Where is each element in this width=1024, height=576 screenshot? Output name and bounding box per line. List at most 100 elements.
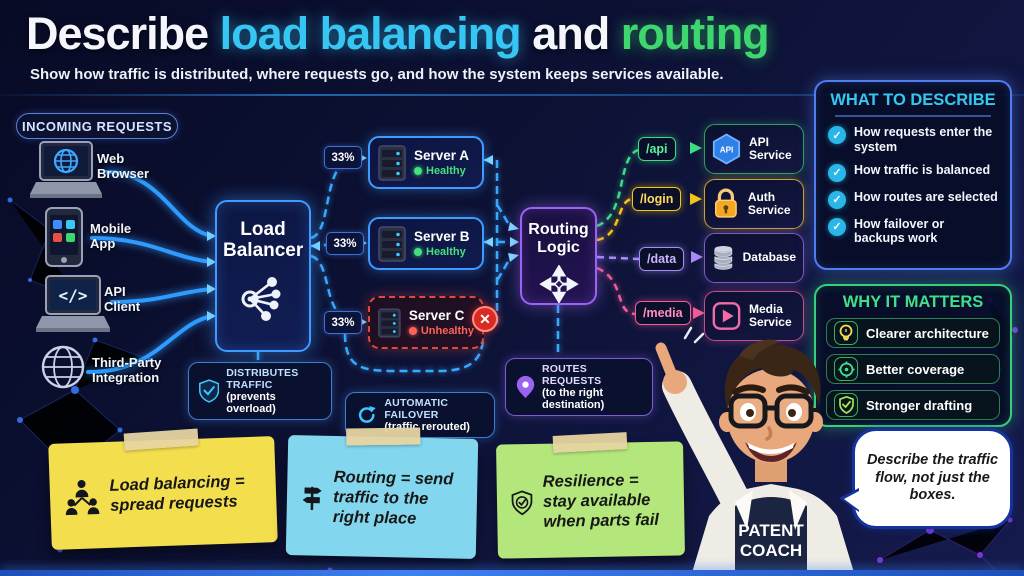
coach-shirt-line1: PATENT — [738, 521, 804, 540]
location-pin-icon — [516, 375, 535, 399]
badge-title: ROUTES REQUESTS — [541, 363, 602, 387]
patent-coach-character: PATENT COACH — [655, 326, 855, 576]
server-a-status: Healthy — [414, 165, 469, 177]
panel-title-underline — [835, 115, 991, 117]
route-chip-media: /media — [635, 301, 691, 325]
server-b-name: Server B — [414, 229, 470, 244]
describe-item: ✓How failover or backups work — [828, 217, 998, 247]
server-rack-icon — [378, 225, 406, 262]
shield-check-icon — [511, 490, 533, 516]
describe-item: ✓How traffic is balanced — [828, 163, 998, 182]
service-database: Database — [704, 233, 804, 283]
service-database-label: Database — [742, 250, 796, 265]
bottom-glow-bar — [0, 570, 1024, 576]
page-title: Describe load balancing and routing — [26, 8, 770, 60]
why-it-matters-title: WHY IT MATTERS — [842, 293, 984, 311]
route-chip-api: /api — [638, 137, 676, 161]
what-to-describe-title: WHAT TO DESCRIBE — [830, 91, 996, 109]
server-c-error-icon: ✕ — [472, 306, 498, 332]
server-rack-icon — [378, 308, 401, 337]
page-subtitle: Show how traffic is distributed, where r… — [30, 66, 724, 83]
note-text: Routing = send traffic to the right plac… — [332, 468, 454, 528]
routing-logic-node: Routing Logic — [520, 207, 597, 305]
badge-subtitle: (to the right destination) — [541, 387, 605, 411]
title-phrase-load-balancing: load balancing — [219, 8, 522, 59]
traffic-percent-b: 33% — [326, 232, 364, 255]
check-icon: ✓ — [828, 190, 846, 209]
tape-strip — [123, 428, 199, 451]
source-label-mobile-app: Mobile App — [90, 221, 132, 251]
shield-check-icon — [199, 379, 220, 403]
unhealthy-dot — [408, 327, 417, 335]
api-icon-text: API — [720, 146, 734, 155]
svg-text:</>: </> — [59, 286, 88, 305]
server-rack-icon — [378, 144, 406, 181]
why-it-matters-panel: WHY IT MATTERS Clearer architecture Bett… — [814, 284, 1012, 427]
matters-item: Stronger drafting — [826, 390, 1000, 420]
sticky-note-resilience: Resilience = stay available when parts f… — [496, 432, 685, 559]
four-way-arrows-icon — [538, 264, 579, 303]
mobile-app-phone-icon — [45, 207, 83, 267]
service-media-label: Media Service — [748, 301, 792, 329]
server-c-name: Server C — [408, 308, 465, 323]
service-media: Media Service — [704, 291, 804, 341]
globe-icon — [41, 345, 85, 389]
healthy-dot — [414, 167, 422, 175]
server-a-node: Server A Healthy — [368, 136, 484, 189]
matters-item: Clearer architecture — [826, 318, 1000, 348]
check-icon: ✓ — [828, 163, 846, 182]
source-label-third-party: Third-Party Integration — [92, 355, 162, 385]
speech-bubble-tail — [839, 488, 859, 512]
distributes-traffic-badge: DISTRIBUTES TRAFFIC (prevents overload) — [188, 362, 332, 420]
service-auth: Auth Service — [704, 179, 804, 229]
route-chip-login: /login — [632, 187, 682, 211]
sticky-note-routing: Routing = send traffic to the right plac… — [285, 427, 479, 559]
people-hierarchy-icon — [65, 479, 100, 516]
note-text: Load balancing = spread requests — [109, 472, 245, 515]
check-icon: ✓ — [828, 126, 846, 144]
tape-strip — [346, 427, 421, 446]
lock-icon — [715, 188, 737, 218]
load-balancer-node: Load Balancer — [215, 200, 311, 352]
target-icon — [834, 357, 858, 381]
badge-title: AUTOMATIC FAILOVER — [384, 397, 449, 421]
traffic-percent-a: 33% — [324, 146, 362, 169]
web-browser-laptop-icon — [30, 141, 102, 198]
badge-subtitle: (prevents overload) — [226, 391, 276, 415]
describe-item: ✓How routes are selected — [828, 190, 998, 209]
source-label-web-browser: Web Browser — [97, 151, 150, 181]
tape-strip — [552, 432, 627, 453]
speech-bubble-text: Describe the traffic flow, not just the … — [866, 451, 999, 504]
refresh-icon — [358, 405, 376, 423]
routing-logic-label: Routing Logic — [528, 221, 589, 256]
api-client-laptop-icon: </> — [36, 275, 110, 332]
service-api-label: API Service — [748, 134, 792, 162]
traffic-percent-c: 33% — [324, 311, 362, 334]
server-c-node: Server C Unhealthy — [368, 296, 484, 349]
network-share-icon — [241, 276, 281, 321]
service-api: API API Service — [704, 124, 804, 174]
describe-item: ✓How requests enter the system — [828, 125, 998, 155]
shield-check-icon — [834, 393, 858, 417]
title-word-routing: routing — [620, 8, 770, 59]
what-to-describe-panel: WHAT TO DESCRIBE ✓How requests enter the… — [814, 80, 1012, 270]
check-icon: ✓ — [828, 217, 846, 236]
badge-title: DISTRIBUTES TRAFFIC — [226, 367, 299, 391]
signpost-icon — [302, 486, 322, 510]
server-b-node: Server B Healthy — [368, 217, 484, 270]
title-word-and: and — [532, 8, 610, 59]
title-word-describe: Describe — [26, 8, 209, 59]
api-hexagon-icon: API — [712, 133, 741, 165]
sticky-note-load-balancing: Load balancing = spread requests — [48, 428, 278, 550]
matters-item: Better coverage — [826, 354, 1000, 384]
play-icon — [712, 302, 741, 330]
server-b-status: Healthy — [414, 246, 470, 258]
load-balancer-label: Load Balancer — [223, 219, 304, 261]
header-divider — [0, 94, 1024, 96]
source-label-api-client: API Client — [104, 284, 141, 314]
server-a-name: Server A — [414, 148, 470, 163]
server-c-status: Unhealthy — [408, 325, 474, 337]
coach-shirt-line2: COACH — [740, 541, 802, 560]
incoming-requests-header: INCOMING REQUESTS — [16, 113, 178, 139]
route-chip-data: /data — [639, 247, 685, 271]
